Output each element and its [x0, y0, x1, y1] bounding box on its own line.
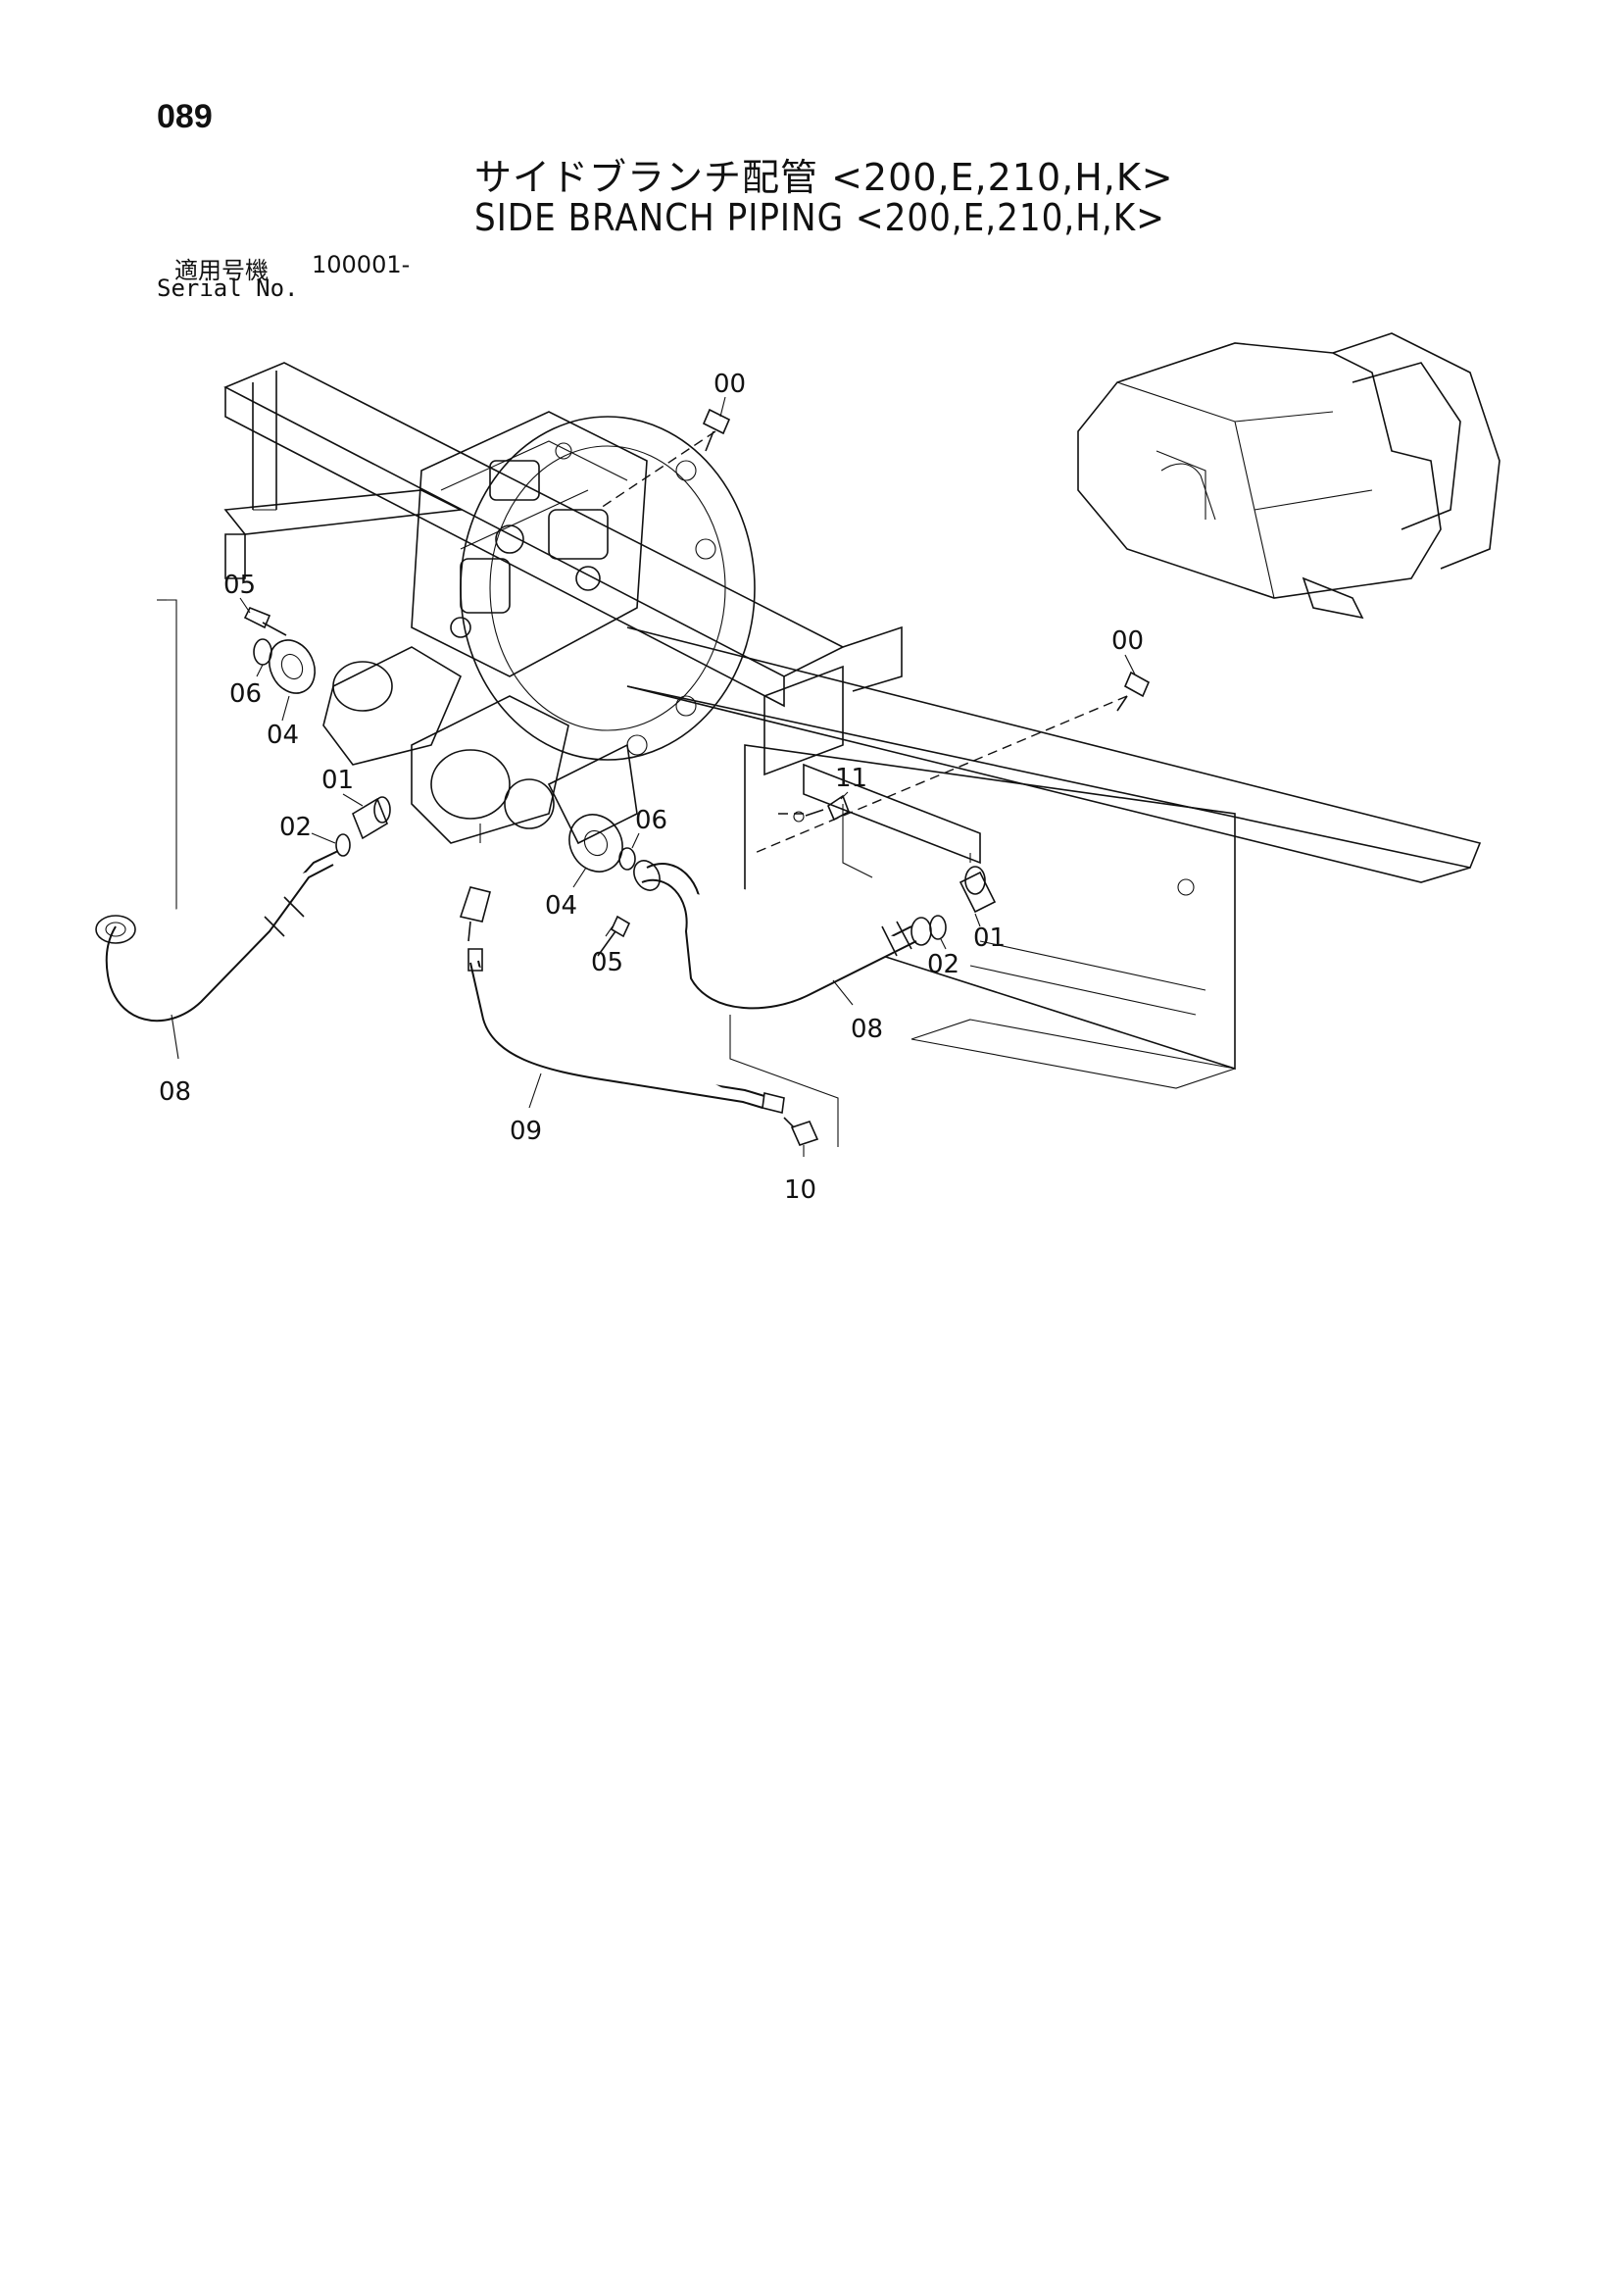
callout-00-top: 00: [713, 370, 746, 399]
oring-02-left: [335, 833, 351, 857]
oring-02-right: [929, 915, 947, 940]
hose-08-right: [633, 860, 932, 1010]
flange-04-right: [568, 814, 623, 873]
leader-lines: [157, 430, 1128, 1147]
hose-08-left: [95, 850, 339, 1023]
page-title-japanese: サイドブランチ配管 <200,E,210,H,K>: [474, 156, 1174, 199]
hose-09: [459, 886, 785, 1114]
excavator-location-thumbnail: [1077, 332, 1500, 620]
serial-label-japanese: 適用号機: [174, 257, 269, 284]
serial-number-value: 100001-: [312, 251, 411, 278]
oring-06-right: [618, 847, 636, 871]
callout-06-right: 06: [635, 806, 667, 835]
callout-01-left: 01: [321, 766, 354, 795]
adapter-01-right: [959, 866, 997, 914]
bolt-05-right: [597, 915, 631, 957]
page-title-english: SIDE BRANCH PIPING <200,E,210,H,K>: [474, 196, 1165, 239]
callout-09: 09: [510, 1117, 542, 1146]
flange-04-left: [269, 639, 316, 694]
callout-10: 10: [784, 1175, 816, 1205]
page-number: 089: [157, 98, 213, 135]
callout-04-left: 04: [267, 721, 299, 750]
adapter-01-left: [352, 796, 391, 840]
callout-05-left: 05: [223, 571, 256, 600]
callout-06-left: 06: [229, 679, 262, 709]
callout-04-right: 04: [545, 891, 577, 921]
bolt-00-top: [702, 408, 731, 452]
callout-00-right: 00: [1111, 626, 1144, 656]
serial-label-english: Serial No.: [157, 275, 299, 302]
callout-08-left: 08: [159, 1077, 191, 1107]
fitting-10: [783, 1117, 819, 1146]
machine-frame: [223, 362, 1482, 1089]
callout-leaders: [171, 396, 1136, 1157]
hydraulic-pump-assembly: [322, 411, 756, 845]
callout-05-right: 05: [591, 948, 623, 977]
callout-02-left: 02: [279, 813, 312, 842]
bolt-00-right: [1116, 671, 1151, 712]
callout-08-right: 08: [851, 1015, 883, 1044]
callout-02-right: 02: [927, 950, 959, 979]
bolt-11: [793, 794, 850, 823]
callout-01-right: 01: [973, 923, 1006, 953]
callout-11: 11: [835, 764, 867, 793]
bolt-05-left: [243, 606, 287, 636]
